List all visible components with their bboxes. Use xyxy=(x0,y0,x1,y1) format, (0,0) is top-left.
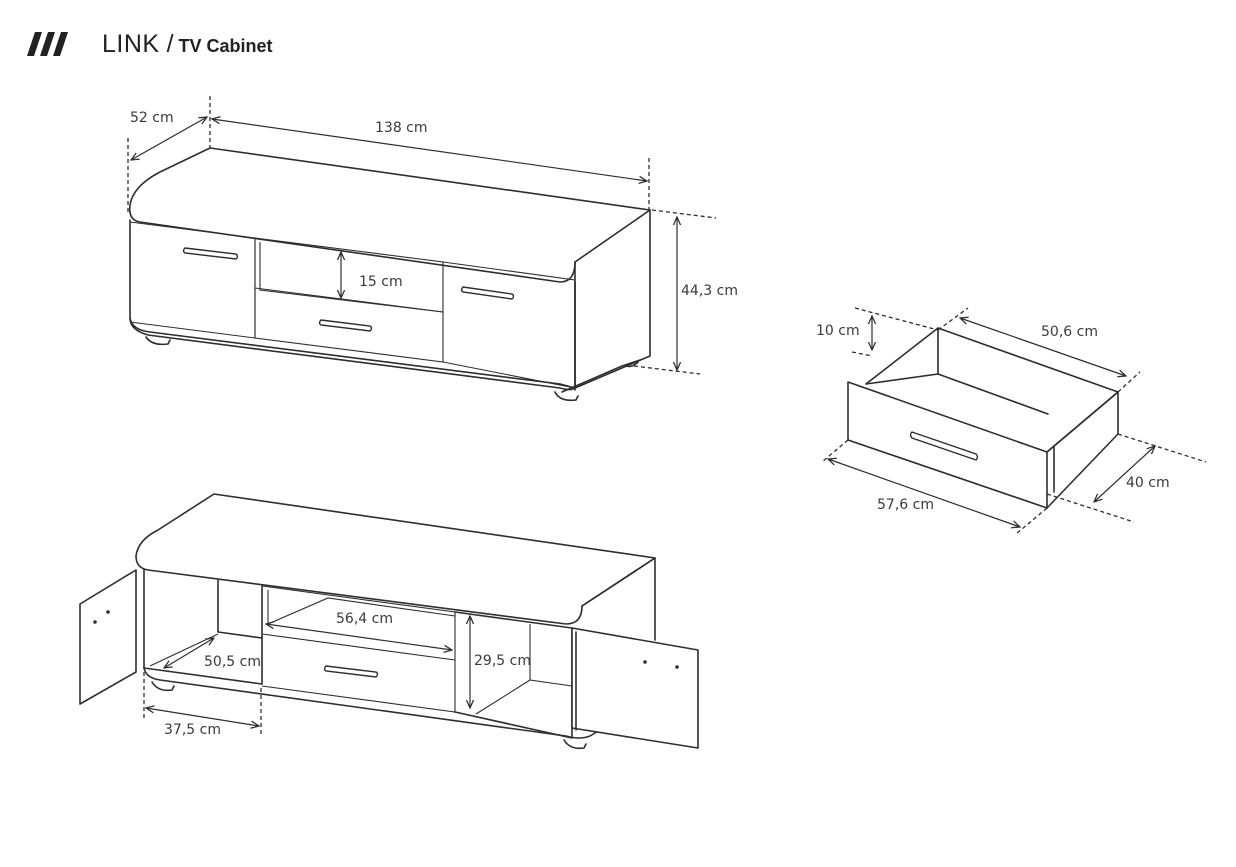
label-drawer-inner-width: 50,6 cm xyxy=(1041,324,1098,340)
title-separator: / xyxy=(166,29,174,58)
label-depth: 52 cm xyxy=(130,110,174,126)
dimension-lines-open xyxy=(143,616,470,736)
label-niche-width: 56,4 cm xyxy=(336,611,393,627)
header: LINK / TV Cabinet xyxy=(26,26,273,62)
brand-logo-icon xyxy=(27,32,68,56)
label-drawer-height: 10 cm xyxy=(816,323,860,339)
label-drawer-front-width: 57,6 cm xyxy=(877,497,934,513)
label-compartment-height: 29,5 cm xyxy=(474,653,531,669)
label-width: 138 cm xyxy=(375,120,428,136)
dimension-lines-closed xyxy=(127,96,717,375)
brand-name: LINK xyxy=(102,29,160,58)
label-height: 44,3 cm xyxy=(681,283,738,299)
cabinet-open-view xyxy=(79,493,699,750)
label-inner-depth: 50,5 cm xyxy=(204,654,261,670)
dimension-lines-drawer xyxy=(821,307,1207,535)
label-compartment-width: 37,5 cm xyxy=(164,722,221,738)
label-drawer-depth: 40 cm xyxy=(1126,475,1170,491)
product-name: TV Cabinet xyxy=(178,35,273,56)
label-niche-height: 15 cm xyxy=(359,274,403,290)
